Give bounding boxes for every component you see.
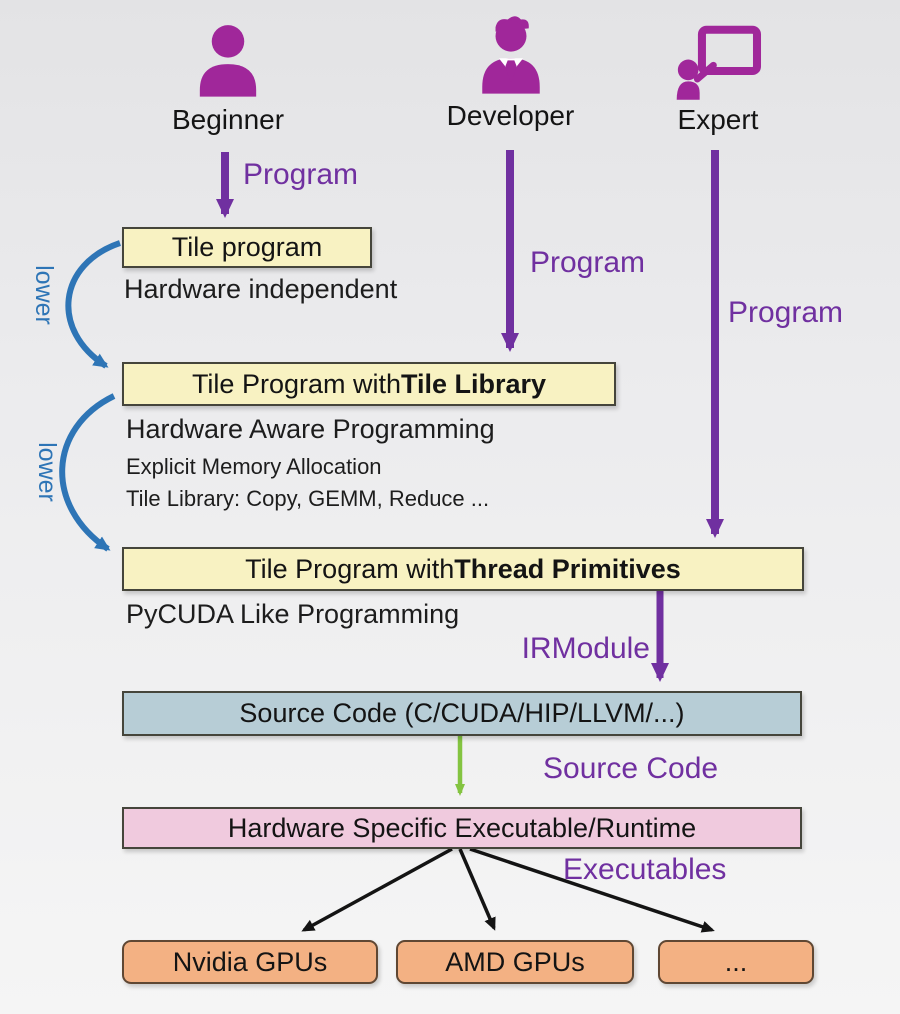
tile-program-box: Tile program — [122, 227, 372, 268]
persona-developer: Developer — [428, 14, 593, 132]
developer-icon — [481, 16, 540, 94]
irmodule-label: IRModule — [521, 632, 650, 665]
thread-primitives-box: Tile Program with Thread Primitives — [122, 547, 804, 591]
expert-icon — [676, 25, 762, 100]
target-amd-label: AMD GPUs — [445, 946, 585, 977]
tile-library-subtitle: Hardware Aware Programming — [126, 414, 495, 444]
lower-label-2: lower — [33, 442, 61, 502]
tile-program-title: Tile program — [171, 232, 323, 262]
executable-runtime-box: Hardware Specific Executable/Runtime — [122, 807, 802, 849]
persona-beginner: Beginner — [148, 22, 308, 136]
thread-primitives-subtitle: PyCUDA Like Programming — [126, 599, 460, 629]
persona-beginner-label: Beginner — [171, 104, 285, 135]
persona-expert-label: Expert — [677, 104, 759, 135]
thread-primitives-title-prefix: Tile Program with — [245, 553, 455, 584]
target-nvidia-label: Nvidia GPUs — [172, 946, 328, 977]
tile-program-subtitle: Hardware independent — [124, 274, 398, 304]
lower-arrow-2 — [59, 393, 116, 552]
persona-developer-label: Developer — [446, 100, 575, 131]
target-other-box: ... — [658, 940, 814, 984]
executable-arrow-amd — [458, 848, 496, 931]
source-code-label: Source Code — [543, 752, 719, 785]
executables-label: Executables — [563, 853, 727, 886]
source-code-box: Source Code (C/CUDA/HIP/LLVM/...) — [122, 691, 802, 736]
thread-primitives-title-bold: Thread Primitives — [454, 553, 681, 584]
executable-runtime-title: Hardware Specific Executable/Runtime — [227, 812, 697, 843]
target-other-label: ... — [724, 946, 748, 977]
tile-library-detail-2: Tile Library: Copy, GEMM, Reduce ... — [126, 486, 490, 511]
lower-arrow-1 — [65, 240, 121, 369]
tile-library-title-bold: Tile Library — [401, 368, 547, 399]
tile-library-title-prefix: Tile Program with — [191, 368, 401, 399]
program-label-developer: Program — [530, 246, 646, 279]
source-code-box-title: Source Code (C/CUDA/HIP/LLVM/...) — [239, 698, 685, 728]
tile-library-box: Tile Program with Tile Library — [122, 362, 616, 406]
lower-label-1: lower — [30, 265, 58, 325]
target-amd-box: AMD GPUs — [396, 940, 634, 984]
executable-arrow-nvidia — [301, 847, 453, 932]
beginner-icon — [199, 25, 257, 97]
program-label-beginner: Program — [243, 158, 359, 191]
target-nvidia-box: Nvidia GPUs — [122, 940, 378, 984]
program-label-expert: Program — [728, 296, 844, 329]
tile-library-detail-1: Explicit Memory Allocation — [126, 454, 382, 479]
persona-expert: Expert — [638, 24, 798, 136]
